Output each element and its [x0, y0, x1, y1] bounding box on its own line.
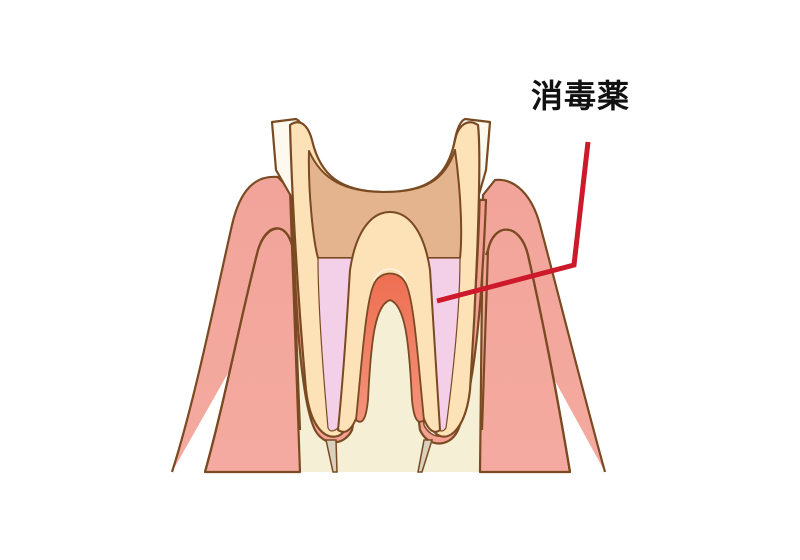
root-tips — [325, 439, 434, 473]
pointer-line — [436, 141, 591, 304]
disinfectant-label: 消毒薬 — [531, 77, 631, 115]
gum-right — [478, 178, 607, 474]
pulp — [355, 268, 425, 423]
access-cavity — [307, 149, 463, 259]
gum-left — [170, 175, 302, 474]
